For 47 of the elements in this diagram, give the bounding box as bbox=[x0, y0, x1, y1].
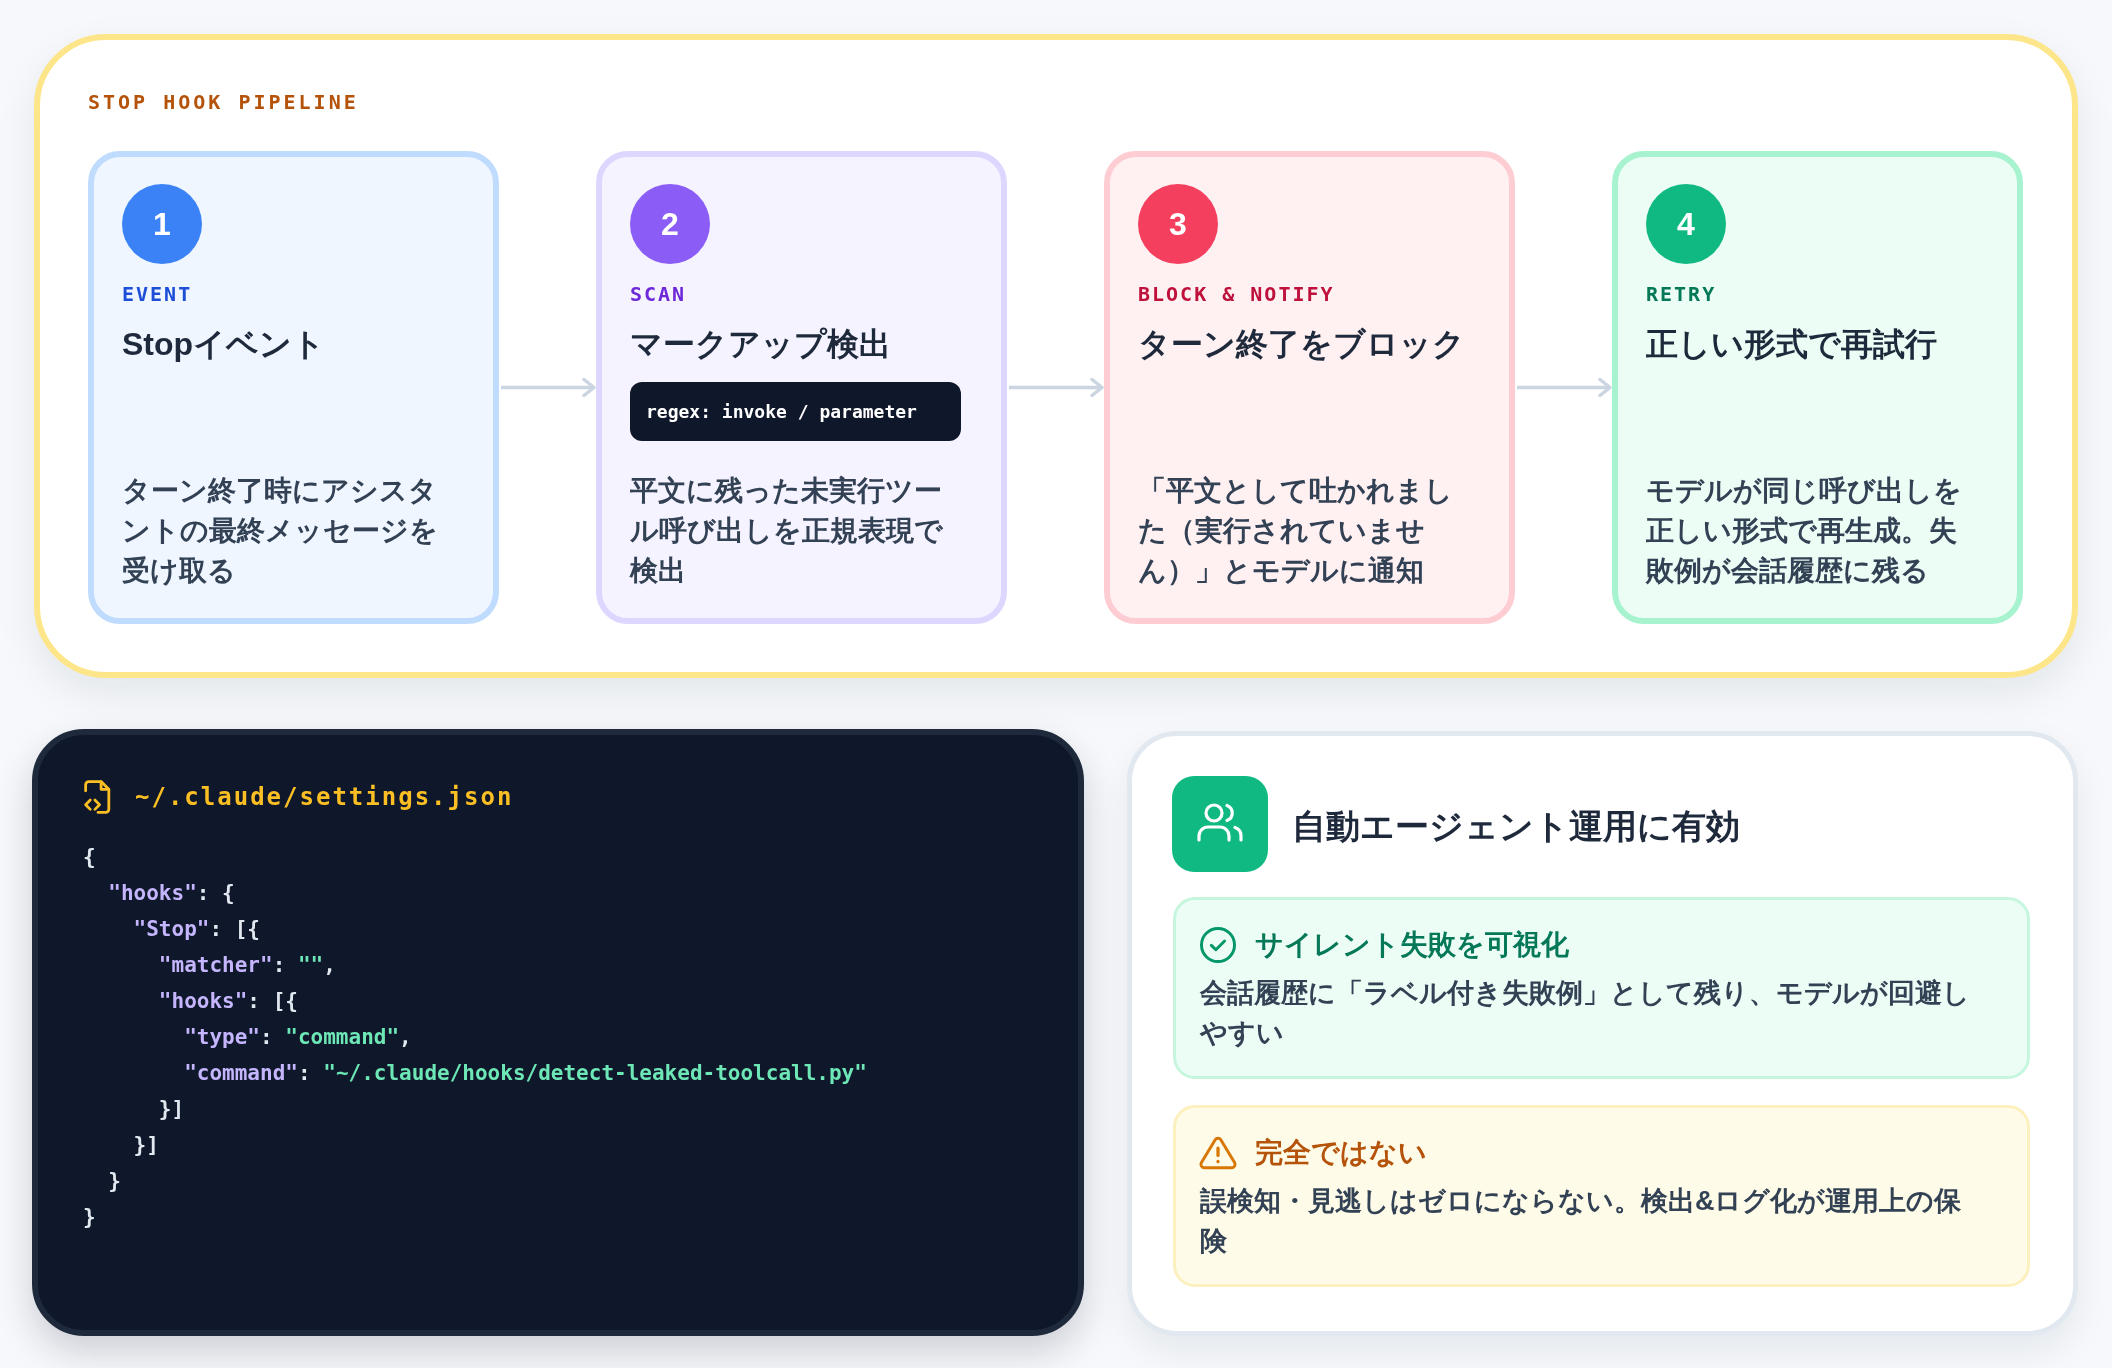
step-number: 3 bbox=[1138, 184, 1218, 264]
step-title: ターン終了をブロック bbox=[1138, 325, 1465, 364]
code-line: } bbox=[83, 1204, 96, 1231]
callout-text: 誤検知・見逃しはゼロにならない。検出&ログ化が運用上の保険 bbox=[1200, 1185, 1963, 1258]
step-number: 2 bbox=[630, 184, 710, 264]
step-tag: EVENT bbox=[122, 282, 193, 306]
callout-text: 会話履歴に「ラベル付き失敗例」として残り、モデルが回避しやすい bbox=[1200, 977, 1971, 1050]
code-line: "Stop": [{ bbox=[133, 916, 260, 943]
code-line: "matcher": "", bbox=[158, 952, 336, 979]
code-panel bbox=[32, 729, 1084, 1336]
step-description: 平文に残った未実行ツール呼び出しを正規表現で検出 bbox=[630, 474, 944, 588]
step-card bbox=[596, 151, 1007, 624]
code-line: "command": "~/.claude/hooks/detect-leaked-toolcall.py" bbox=[184, 1060, 867, 1087]
step-description: モデルが同じ呼び出しを正しい形式で再生成。失敗例が会話履歴に残る bbox=[1646, 474, 1963, 588]
pipeline-panel bbox=[34, 34, 2078, 678]
step-description: 「平文として吐かれました（実行されていません）」とモデルに通知 bbox=[1138, 474, 1454, 588]
arrow bbox=[1517, 377, 1612, 398]
step-card bbox=[88, 151, 499, 624]
callout-title: サイレント失敗を可視化 bbox=[1255, 928, 1569, 962]
callout-title: 完全ではない bbox=[1255, 1136, 1427, 1170]
step-number: 4 bbox=[1646, 184, 1726, 264]
step-description: ターン終了時にアシスタントの最終メッセージを受け取る bbox=[122, 474, 439, 588]
panel-heading: 自動エージェント運用に有効 bbox=[1292, 806, 1740, 847]
code-line: "type": "command", bbox=[184, 1024, 412, 1051]
regex-code-chip: regex: invoke / parameter bbox=[630, 382, 961, 441]
step-title: 正しい形式で再試行 bbox=[1646, 325, 1937, 364]
code-line: { bbox=[83, 844, 96, 871]
panel-title: STOP HOOK PIPELINE bbox=[88, 90, 359, 114]
code-line: }] bbox=[133, 1132, 159, 1159]
code-line: }] bbox=[158, 1096, 185, 1123]
step-tag: BLOCK & NOTIFY bbox=[1138, 282, 1335, 306]
step-card bbox=[1612, 151, 2023, 624]
callout-card bbox=[1173, 897, 2030, 1079]
arrow bbox=[501, 377, 596, 398]
file-path: ~/.claude/settings.json bbox=[135, 782, 514, 813]
callout-card bbox=[1173, 1105, 2030, 1287]
code-line: } bbox=[108, 1168, 121, 1195]
code-line: "hooks": [{ bbox=[158, 988, 298, 1015]
step-title: マークアップ検出 bbox=[630, 325, 891, 364]
step-tag: RETRY bbox=[1646, 282, 1717, 306]
code-line: "hooks": { bbox=[108, 880, 235, 907]
step-number: 1 bbox=[122, 184, 202, 264]
arrow bbox=[1009, 377, 1104, 398]
step-title: Stopイベント bbox=[122, 325, 326, 364]
step-tag: SCAN bbox=[630, 282, 687, 306]
step-card bbox=[1104, 151, 1515, 624]
benefit-panel bbox=[1127, 731, 2078, 1336]
